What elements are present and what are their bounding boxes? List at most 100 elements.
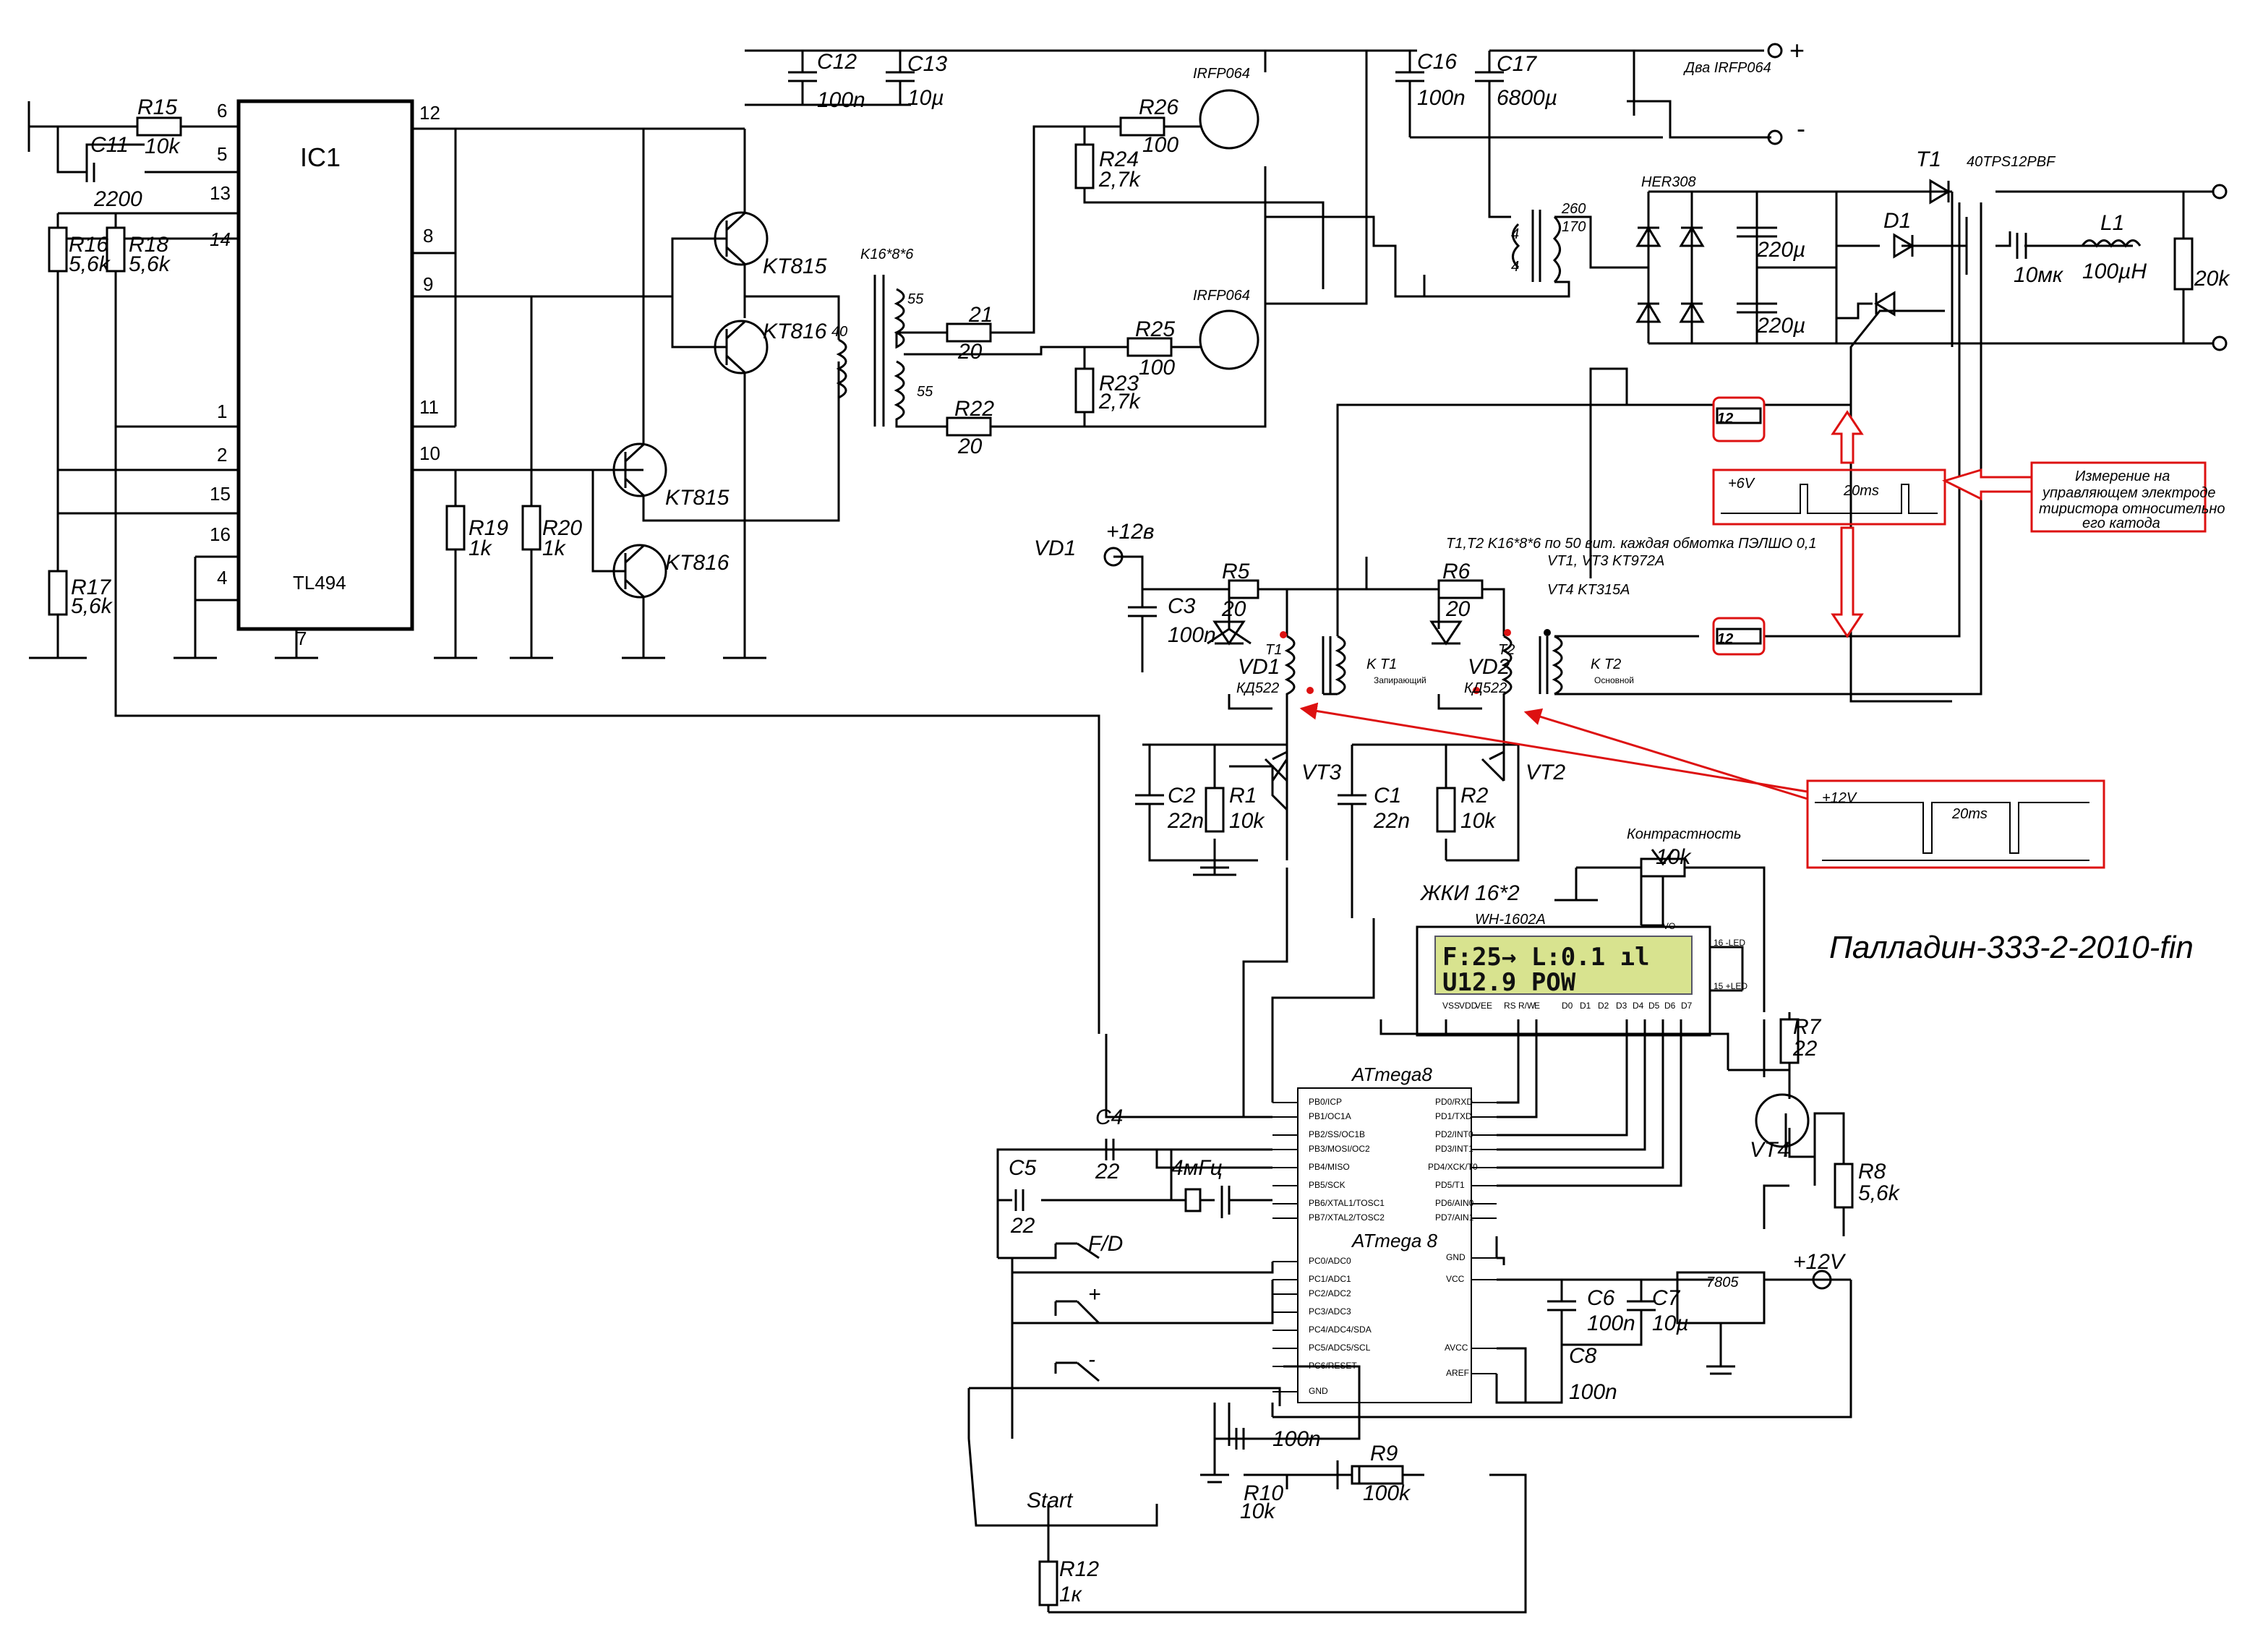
svg-text:C16: C16 xyxy=(1417,50,1457,74)
svg-text:C7: C7 xyxy=(1652,1286,1681,1310)
svg-text:260: 260 xyxy=(1561,201,1586,217)
svg-text:12: 12 xyxy=(1717,411,1733,427)
svg-text:D3: D3 xyxy=(1616,1001,1627,1011)
svg-text:VEE: VEE xyxy=(1475,1001,1492,1011)
svg-text:11: 11 xyxy=(419,396,439,418)
svg-text:-: - xyxy=(1797,114,1805,143)
svg-text:1k: 1k xyxy=(469,536,493,560)
svg-text:10: 10 xyxy=(419,442,440,464)
svg-text:220µ: 220µ xyxy=(1756,314,1805,338)
svg-text:16: 16 xyxy=(210,523,231,545)
svg-text:1: 1 xyxy=(217,401,227,422)
svg-text:10мк: 10мк xyxy=(2014,263,2064,287)
svg-text:55: 55 xyxy=(907,291,924,307)
svg-text:10µ: 10µ xyxy=(1652,1311,1689,1335)
svg-text:220µ: 220µ xyxy=(1756,238,1805,262)
svg-text:R25: R25 xyxy=(1135,317,1175,341)
svg-text:D1: D1 xyxy=(1580,1001,1591,1011)
svg-text:C11: C11 xyxy=(90,133,129,157)
ic1-resistors xyxy=(48,116,542,616)
svg-text:IRFP064: IRFP064 xyxy=(1193,288,1250,304)
svg-text:Контрастность: Контрастность xyxy=(1627,826,1742,842)
svg-text:PD7/AIN1: PD7/AIN1 xyxy=(1435,1212,1474,1223)
svg-text:VD1: VD1 xyxy=(1034,536,1076,560)
svg-text:PC3/ADC3: PC3/ADC3 xyxy=(1309,1306,1351,1317)
svg-text:VD1: VD1 xyxy=(1238,655,1280,679)
svg-text:15 +LED: 15 +LED xyxy=(1714,981,1747,991)
svg-text:22: 22 xyxy=(1010,1214,1035,1238)
svg-text:C13: C13 xyxy=(907,52,947,76)
svg-text:R15: R15 xyxy=(137,95,177,119)
svg-text:PC1/ADC1: PC1/ADC1 xyxy=(1309,1274,1351,1284)
svg-text:+: + xyxy=(1088,1283,1101,1306)
svg-text:21: 21 xyxy=(968,303,993,327)
svg-text:C8: C8 xyxy=(1569,1344,1597,1368)
svg-text:8: 8 xyxy=(423,225,433,247)
svg-text:RS: RS xyxy=(1504,1001,1516,1011)
svg-text:R17: R17 xyxy=(71,575,111,599)
svg-text:T1: T1 xyxy=(1265,642,1282,658)
lcd-line2: U12.9 POW xyxy=(1442,968,1576,997)
svg-text:КД522: КД522 xyxy=(1236,680,1279,696)
svg-text:6800µ: 6800µ xyxy=(1497,86,1557,110)
svg-text:R10: R10 xyxy=(1244,1481,1283,1505)
svg-text:VSS: VSS xyxy=(1442,1001,1460,1011)
svg-text:4: 4 xyxy=(217,567,227,589)
svg-text:HER308: HER308 xyxy=(1641,174,1696,190)
svg-text:R2: R2 xyxy=(1460,784,1489,808)
svg-text:+6V: +6V xyxy=(1728,476,1755,492)
svg-text:КД522: КД522 xyxy=(1464,680,1507,696)
svg-text:WH-1602A: WH-1602A xyxy=(1475,912,1546,928)
lcd-line1: F:25→ L:0.1 ıl xyxy=(1442,943,1650,972)
svg-text:VT1, VT3 KT972A: VT1, VT3 KT972A xyxy=(1547,553,1664,569)
svg-text:управляющем электроде: управляющем электроде xyxy=(2041,485,2216,501)
svg-text:R1: R1 xyxy=(1229,784,1257,808)
svg-text:KT816: KT816 xyxy=(665,551,730,575)
svg-text:R26: R26 xyxy=(1139,95,1178,119)
svg-text:13: 13 xyxy=(210,182,231,204)
measurement-annotations xyxy=(1299,396,2207,869)
svg-text:PD1/TXD: PD1/TXD xyxy=(1435,1111,1472,1121)
svg-text:D5: D5 xyxy=(1648,1001,1660,1011)
driver-resistors xyxy=(1205,579,1551,833)
svg-text:K T2: K T2 xyxy=(1591,656,1621,672)
svg-text:PC2/ADC2: PC2/ADC2 xyxy=(1309,1288,1351,1298)
svg-text:PD6/AIN0: PD6/AIN0 xyxy=(1435,1198,1474,1208)
svg-text:VT4 KT315A: VT4 KT315A xyxy=(1547,582,1630,598)
svg-text:C5: C5 xyxy=(1009,1156,1037,1180)
svg-text:5,6k: 5,6k xyxy=(69,252,111,276)
svg-text:Запирающий: Запирающий xyxy=(1374,675,1426,685)
svg-text:PB7/XTAL2/TOSC2: PB7/XTAL2/TOSC2 xyxy=(1309,1212,1385,1223)
svg-text:100n: 100n xyxy=(1168,623,1216,647)
svg-text:R7: R7 xyxy=(1793,1015,1822,1039)
svg-text:100n: 100n xyxy=(817,88,865,112)
svg-text:100n: 100n xyxy=(1272,1427,1321,1451)
c12-c13 xyxy=(745,49,1771,218)
svg-text:VT4: VT4 xyxy=(1750,1138,1789,1162)
svg-text:PB3/MOSI/OC2: PB3/MOSI/OC2 xyxy=(1309,1144,1370,1154)
svg-text:22n: 22n xyxy=(1373,809,1410,833)
svg-text:4: 4 xyxy=(1511,226,1519,242)
svg-text:100k: 100k xyxy=(1363,1481,1411,1505)
svg-text:22: 22 xyxy=(1792,1037,1818,1061)
thyristor-drivers xyxy=(1113,202,1982,918)
svg-text:L1: L1 xyxy=(2100,211,2124,235)
svg-text:K16*8*6: K16*8*6 xyxy=(860,247,914,262)
svg-text:Основной: Основной xyxy=(1594,675,1634,685)
svg-text:ATmega 8: ATmega 8 xyxy=(1351,1230,1438,1251)
svg-text:VDD: VDD xyxy=(1459,1001,1478,1011)
svg-text:VT2: VT2 xyxy=(1526,761,1565,784)
svg-text:R12: R12 xyxy=(1059,1557,1099,1581)
svg-text:+12V: +12V xyxy=(1822,790,1857,806)
svg-text:100µH: 100µH xyxy=(2082,260,2147,283)
svg-text:+: + xyxy=(1789,35,1805,65)
svg-text:GND: GND xyxy=(1309,1386,1328,1396)
svg-text:E: E xyxy=(1534,1001,1540,1011)
r-20k xyxy=(2173,237,2194,291)
svg-text:KT815: KT815 xyxy=(665,486,730,510)
svg-text:5,6k: 5,6k xyxy=(1858,1181,1901,1205)
svg-text:его катода: его катода xyxy=(2082,515,2160,531)
svg-text:T2: T2 xyxy=(1498,642,1515,658)
svg-text:GND: GND xyxy=(1446,1252,1466,1262)
